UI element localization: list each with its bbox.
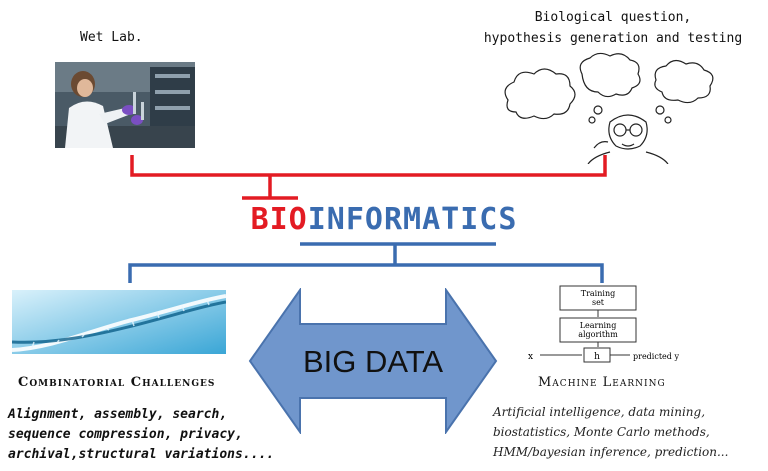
question-line-2: hypothesis generation and testing [483,31,743,46]
output-label: predicted y [633,352,679,361]
question-line-1: Biological question, [534,10,692,25]
machine-learning-flow-diagram: Training set Learning algorithm h x pred… [528,285,679,363]
bioinformatics-title: BIOINFORMATICS [0,202,768,237]
combinatorial-challenges-heading: Combinatorial Challenges [18,375,216,390]
hypothesis-label: h [594,352,600,362]
wet-lab-label: Wet Lab. [80,30,143,45]
machine-learning-heading: Machine Learning [538,375,666,390]
big-data-label: BIG DATA [303,344,443,379]
biological-question-label: Biological question, hypothesis generati… [468,7,758,49]
ml-line-2: biostatistics, Monte Carlo methods, [493,425,710,439]
training-label-1: Training [581,289,615,298]
combinatorial-line-1: Alignment, assembly, search, [8,407,228,422]
big-data-double-arrow: BIG DATA [248,288,498,434]
thinking-scientist-illustration [504,52,714,164]
input-x-label: x [528,352,533,362]
training-set-box [559,285,637,311]
wet-lab-photo [55,62,195,148]
title-informatics: INFORMATICS [307,202,518,237]
combinatorial-challenges-text: Alignment, assembly, search, sequence co… [8,405,274,465]
ml-line-3: HMM/bayesian inference, prediction... [493,445,729,459]
machine-learning-text: Artificial intelligence, data mining, bi… [493,402,728,462]
blue-bottom-connector [128,263,604,283]
ml-line-1: Artificial intelligence, data mining, [493,405,706,419]
training-label-2: set [592,298,605,307]
learning-label-2: algorithm [578,330,618,339]
combinatorial-line-3: archival,structural variations.... [8,447,275,462]
red-top-connector [130,155,607,177]
learning-label-1: Learning [580,321,617,330]
dna-helix-image [12,290,226,354]
title-bio: BIO [250,202,308,237]
combinatorial-line-2: sequence compression, privacy, [8,427,243,442]
